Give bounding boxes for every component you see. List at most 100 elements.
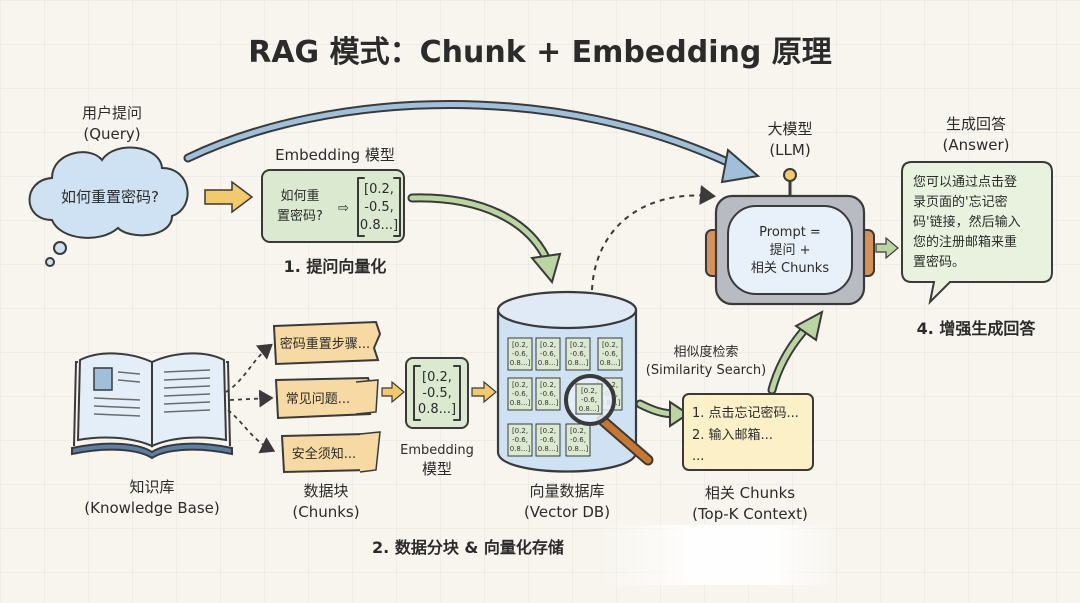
cloud-icon <box>28 146 189 267</box>
vector-db-cell-text: [0.2, <box>602 341 618 349</box>
similarity-label-en: (Similarity Search) <box>646 363 766 378</box>
knowledge-label: 知识库 <box>129 478 174 496</box>
diagram-title: RAG 模式：Chunk + Embedding 原理 <box>248 35 832 70</box>
embedding-top-arrow-glyph: ⇨ <box>338 201 349 216</box>
vector-db-cell-text: 0.8...] <box>510 359 531 367</box>
chunks-label: 数据块 <box>303 482 348 500</box>
llm-label-en: (LLM) <box>769 141 810 159</box>
related-chunks-label-en: (Top-K Context) <box>692 505 808 523</box>
embedding-mid-vector-3: 0.8...] <box>418 402 456 417</box>
vector-db-cell: [0.2,-0.6,0.8...] <box>535 337 561 371</box>
vector-db-cell-text: -0.6, <box>540 350 556 358</box>
vector-db-cell-text: 0.8...] <box>538 359 559 367</box>
embedding-top-vector-2: -0.5, <box>364 200 394 215</box>
vector-db-cell-text: -0.6, <box>512 350 528 358</box>
vector-db-cell-text: [0.2, <box>512 341 528 349</box>
related-chunks-label: 相关 Chunks <box>705 484 795 502</box>
embedding-top-bracket-right <box>393 177 401 237</box>
vector-db-cell: [0.2,-0.6,0.8...] <box>535 423 561 457</box>
related-chunks-box <box>682 393 814 471</box>
vector-db-cells: [0.2,-0.6,0.8...][0.2,-0.6,0.8...][0.2,-… <box>507 337 623 457</box>
embedding-top-label: Embedding 模型 <box>275 146 395 164</box>
embedding-to-db-arrow-fill <box>409 195 551 265</box>
llm-to-answer-arrow <box>875 236 899 260</box>
answer-line-1: 您可以通过点击登 <box>913 174 1017 190</box>
vector-db-cell-text: 0.8...] <box>510 445 531 453</box>
answer-line-5: 置密码。 <box>913 254 965 270</box>
chunks-to-llm-arrow-fill <box>769 323 811 393</box>
llm-prompt-3: 相关 Chunks <box>751 261 829 276</box>
vector-db-cell-text: -0.6, <box>602 350 618 358</box>
magnifier-cell-text-2: -0.6, <box>581 396 597 404</box>
chunk-card-2 <box>274 376 379 420</box>
vector-db-cell-text: -0.6, <box>512 436 528 444</box>
vector-db-cell-text: 0.8...] <box>568 359 589 367</box>
vector-db-cell-text: -0.6, <box>512 390 528 398</box>
embedding-top-vector-1: [0.2, <box>364 182 394 197</box>
query-to-llm-arrow-fill <box>185 102 743 171</box>
vector-db-cell: [0.2,-0.6,0.8...] <box>507 337 533 371</box>
embedding-top-bracket-left <box>357 177 365 237</box>
llm-label: 大模型 <box>767 120 812 138</box>
step4-label: 4. 增强生成回答 <box>917 319 1037 338</box>
magnifier-cell-text-3: 0.8...] <box>579 405 600 413</box>
answer-label-en: (Answer) <box>943 136 1010 154</box>
embedding-mid-box <box>405 357 469 429</box>
chunk-text-3: 安全须知... <box>292 446 356 462</box>
answer-line-2: 录页面的'忘记密 <box>913 194 1008 210</box>
vector-db-cell-text: 0.8...] <box>568 445 589 453</box>
vector-db-cell: [0.2,-0.6,0.8...] <box>565 337 591 371</box>
vector-db-cell-text: -0.6, <box>570 436 586 444</box>
vector-db-cell: [0.2,-0.6,0.8...] <box>535 377 561 411</box>
embedding-mid-vector-1: [0.2, <box>422 370 452 385</box>
llm-prompt-2: 提问 + <box>769 242 810 258</box>
embedding-top-box <box>261 169 405 243</box>
query-to-llm-arrowhead <box>720 148 761 184</box>
vector-db-cell-text: [0.2, <box>540 427 556 435</box>
vector-db-cell-text: 0.8...] <box>538 399 559 407</box>
knowledge-label-en: (Knowledge Base) <box>84 499 219 517</box>
embedding-mid-label-1: Embedding <box>400 443 474 458</box>
embedding-mid-bracket-left <box>413 365 421 421</box>
vector-db-cell-text: -0.6, <box>570 350 586 358</box>
embedding-top-input-1: 如何重 <box>280 188 319 204</box>
magnifier-cell-text-1: [0.2, <box>581 387 597 395</box>
answer-label: 生成回答 <box>946 115 1006 133</box>
query-to-embedding-arrow <box>204 180 254 214</box>
db-to-llm-dashed-arrow <box>591 185 716 291</box>
step2-label: 2. 数据分块 & 向量化存储 <box>372 538 564 557</box>
chunk-card-3 <box>280 431 381 474</box>
chunk-card-1 <box>272 320 382 366</box>
vector-db-cell-text: 0.8...] <box>600 359 621 367</box>
related-chunk-3: ... <box>692 449 704 464</box>
chunks-to-llm-arrowhead <box>794 310 824 342</box>
magnifier-icon <box>564 374 654 466</box>
blur-overlay <box>600 525 840 585</box>
similarity-label: 相似度检索 <box>673 344 738 360</box>
vector-db-cell: [0.2,-0.6,0.8...] <box>565 423 591 457</box>
vector-db-cell-text: -0.6, <box>540 436 556 444</box>
embedding-mid-label-2: 模型 <box>422 460 452 478</box>
vector-db-cell-text: 0.8...] <box>538 445 559 453</box>
query-text: 如何重置密码? <box>61 188 159 206</box>
vector-db-cell-text: [0.2, <box>512 381 528 389</box>
query-label-en: (Query) <box>83 125 140 143</box>
book-icon <box>71 352 233 460</box>
embedding-top-input-2: 置密码? <box>277 208 323 224</box>
book-to-chunk-2-arrow <box>229 389 274 408</box>
vector-db-cell-text: 0.8...] <box>510 399 531 407</box>
vector-db-cell-text: [0.2, <box>512 427 528 435</box>
vector-db-cell: [0.2,-0.6,0.8...] <box>597 337 623 371</box>
chunk-text-2: 常见问题... <box>286 392 350 407</box>
robot-icon <box>705 168 875 306</box>
step1-label: 1. 提问向量化 <box>284 257 387 276</box>
vector-db-label: 向量数据库 <box>529 482 604 500</box>
speech-bubble-icon <box>901 161 1053 306</box>
vector-db-cell-text: [0.2, <box>540 381 556 389</box>
chunk-text-1: 密码重置步骤... <box>280 336 370 352</box>
related-chunk-2: 2. 输入邮箱... <box>692 427 773 443</box>
vector-db-cell-text: [0.2, <box>540 341 556 349</box>
embedding-to-db-small-arrow <box>471 380 497 404</box>
answer-line-4: 您的注册邮箱来重 <box>913 234 1017 250</box>
